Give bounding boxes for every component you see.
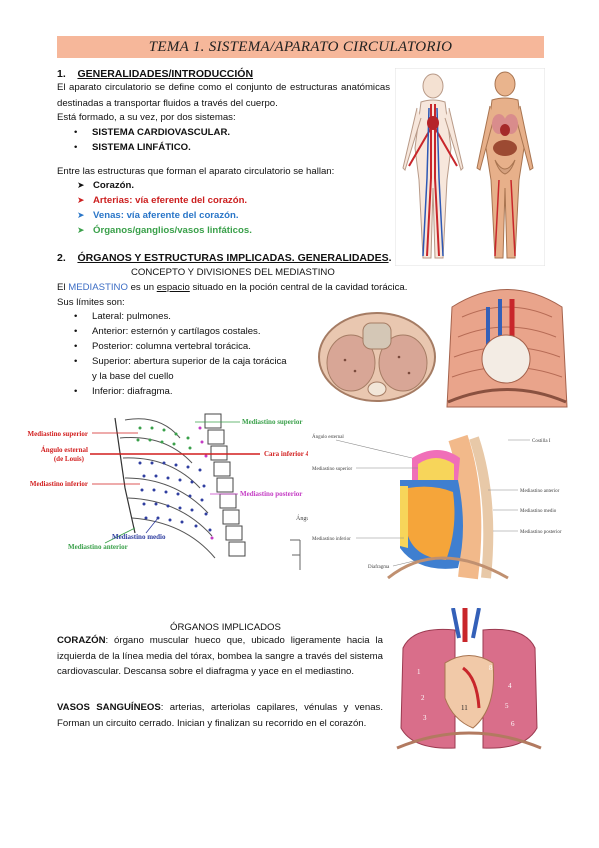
- label-diafragma: Diafragma: [368, 565, 390, 570]
- title-bar: [57, 36, 544, 58]
- label-med-posterior-colored: Mediastino posterior: [520, 530, 562, 535]
- list-item: •SISTEMA CARDIOVASCULAR.: [74, 127, 231, 138]
- label-med-anterior: Mediastino anterior: [68, 543, 128, 551]
- open-thorax-illustration: [442, 277, 572, 412]
- label-med-medio: Mediastino medio: [112, 533, 166, 541]
- mediastino-subheading: CONCEPTO Y DIVISIONES DEL MEDIASTINO: [131, 267, 335, 278]
- label-med-medio-colored: Mediastino medio: [520, 509, 557, 514]
- label-med-superior-left: Mediastino superior: [28, 430, 88, 438]
- page-title: TEMA 1. SISTEMA/APARATO CIRCULATORIO: [148, 39, 453, 55]
- heart-number-11: 11: [461, 704, 468, 712]
- heart-number-1: 1: [417, 668, 421, 676]
- section1-heading: 1. GENERALIDADES/INTRODUCCIÓN: [57, 68, 253, 80]
- thorax-cross-section-illustration: [318, 312, 436, 402]
- organs-figure: [476, 71, 534, 259]
- label-med-anterior-colored: Mediastino anterior: [520, 489, 560, 494]
- label-med-superior-colored: Mediastino superior: [312, 467, 352, 472]
- body-circulation-illustration: [395, 68, 545, 266]
- mediastino-intro: El MEDIASTINO es un espacio situado en l…: [57, 282, 408, 293]
- label-med-inferior-left: Mediastino inferior: [30, 480, 88, 488]
- colored-spine: [448, 434, 494, 580]
- heart-lungs-illustration: 1 2 3 4 5 6 8 11: [393, 608, 545, 756]
- list-item: y la base del cuello: [92, 371, 174, 382]
- label-de-louis: (de Louis): [54, 455, 85, 463]
- heart-number-3: 3: [423, 714, 427, 722]
- label-med-superior-right: Mediastino superior: [242, 418, 302, 426]
- section2-heading: 2. ÓRGANOS Y ESTRUCTURAS IMPLICADAS. GEN…: [57, 252, 392, 264]
- section2-number: 2.: [57, 252, 66, 264]
- limits-label: Sus límites son:: [57, 297, 125, 308]
- heart-number-6: 6: [511, 720, 515, 728]
- limits-list: •Lateral: pulmones. •Anterior: esternón …: [74, 309, 287, 399]
- list-item: •SISTEMA LINFÁTICO.: [74, 142, 191, 153]
- label-angulo-esternal: Ángulo esternal: [41, 446, 88, 454]
- label-med-inferior-colored: Mediastino inferior: [312, 537, 351, 542]
- vasos-paragraph: VASOS SANGUÍNEOS: arterias, arteriolas c…: [57, 702, 383, 729]
- list-item: •Inferior: diafragma.: [74, 386, 173, 397]
- spine: [204, 413, 246, 557]
- section1-number: 1.: [57, 68, 66, 80]
- list-item: ➤Órganos/ganglios/vasos linfáticos.: [77, 225, 252, 236]
- corazon-paragraph: CORAZÓN: órgano muscular hueco que, ubic…: [57, 635, 383, 677]
- section2-title: ÓRGANOS Y ESTRUCTURAS IMPLICADAS. GENERA…: [77, 252, 389, 264]
- list-item: ➤Corazón.: [77, 180, 135, 191]
- label-angulo-esternal-right: Ángulo esternal: [312, 434, 344, 440]
- section1-para1: El aparato circulatorio se define como e…: [57, 82, 390, 109]
- structures-list: ➤Corazón. ➤Arterias: vía eferente del co…: [77, 178, 252, 238]
- heart-number-4: 4: [508, 682, 512, 690]
- label-angu: Ángu: [296, 514, 309, 522]
- list-item: •Posterior: columna vertebral torácica.: [74, 341, 251, 352]
- section1-title: GENERALIDADES/INTRODUCCIÓN: [77, 68, 254, 80]
- organs-heading: ÓRGANOS IMPLICADOS: [170, 622, 281, 633]
- label-med-posterior: Mediastino posterior: [240, 490, 302, 498]
- heart-number-5: 5: [505, 702, 509, 710]
- list-item: ➤Venas: vía aferente del corazón.: [77, 210, 239, 221]
- heart-number-8: 8: [489, 664, 493, 672]
- label-cara-inferior: Cara inferior 4ª T: [264, 450, 318, 458]
- mediastinum-colored-diagram: Ángulo esternal Costilla I Mediastino su…: [308, 428, 576, 583]
- systems-list: •SISTEMA CARDIOVASCULAR. •SISTEMA LINFÁT…: [74, 125, 230, 155]
- vascular-figure: [402, 73, 464, 259]
- heart-number-2: 2: [421, 694, 425, 702]
- list-item: •Superior: abertura superior de la caja …: [74, 356, 287, 367]
- mediastinum-divisions-diagram: Mediastino superior Ángulo esternal (de …: [28, 413, 318, 559]
- list-item: ➤Arterias: vía eferente del corazón.: [77, 195, 248, 206]
- list-item: •Anterior: esternón y cartílagos costale…: [74, 326, 261, 337]
- label-costilla: Costilla I: [532, 439, 551, 444]
- partial-label-diagram: [290, 539, 301, 570]
- list-item: •Lateral: pulmones.: [74, 311, 171, 322]
- section1-para2: Está formado, a su vez, por dos sistemas…: [57, 112, 236, 123]
- section1-para3: Entre las estructuras que forman el apar…: [57, 166, 335, 177]
